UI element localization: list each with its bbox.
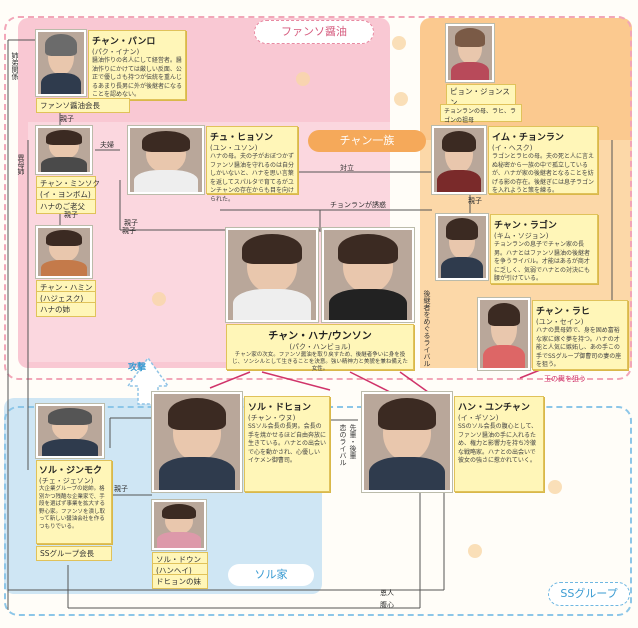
card-hyeson: チュ・ヒョソン (ユン・ユソン) ハナの母。夫の子がおぼつかずファンソ醤油を守れ… bbox=[206, 126, 298, 203]
role-minsok: (イ・ヨンボム) bbox=[36, 187, 96, 202]
card-cheongran: イム・チョンラン (イ・ヘスク) ラゴンとラヒの母。夫の死と人に言えぬ秘密から一… bbox=[488, 126, 598, 194]
card-hana: チャン・ハナ/ウンソン (パク・ハンビョル) チャン家の次女。ファンソ醤油を取り… bbox=[226, 324, 414, 372]
rel-ketsu-to: 姉弟関係 bbox=[11, 52, 19, 80]
title-panro: ファンソ醤油会長 bbox=[36, 98, 130, 113]
card-panro: チャン・パンロ (パク・イナン) 醤油作りの名人にして経営者。醤油作りにかけては… bbox=[88, 30, 186, 100]
role-panro: (パク・イナン) bbox=[92, 48, 140, 56]
card-rahi: チャン・ラヒ (ユン・セイン) ハナの異母姉で、身を固め富裕な家に嫁ぐ夢を持つ。… bbox=[532, 300, 628, 370]
name-jinmok: ソル・ジンモク bbox=[39, 466, 103, 476]
photo-hana-2 bbox=[322, 228, 414, 322]
desc-cheongran: ラゴンとラヒの母。夫の死と人に言えぬ秘密から一族の中で孤立しているが、ハナが家の… bbox=[492, 153, 595, 194]
group-label-chang: チャン一族 bbox=[308, 130, 426, 152]
name-hana: チャン・ハナ/ウンソン bbox=[268, 331, 372, 342]
rel-onjin: 恩人 bbox=[380, 589, 394, 597]
name-cheongran: イム・チョンラン bbox=[492, 133, 564, 143]
rel-kogeki: 攻撃 bbox=[128, 363, 147, 373]
photo-hamin bbox=[36, 226, 92, 278]
title-hamin: ハナの姉 bbox=[36, 302, 96, 317]
desc-yunchan: SSのソル会長の腹心として、ファンソ醤油の手に入れるため、権力と影響力を持ち冷徹… bbox=[458, 423, 538, 464]
role-hyeson: (ユン・ユソン) bbox=[210, 144, 258, 152]
rel-oyako-panro: 親子 bbox=[60, 115, 74, 123]
name-jeongsun: ピョン・ジョンスン bbox=[450, 87, 510, 107]
role-ragon: (キム・ソジョン) bbox=[494, 232, 549, 240]
role-hana: (パク・ハンビョル) bbox=[289, 343, 351, 351]
desc-hana: チャン家の次女。ファンソ醤油を取り戻すため、後継者争いに身を投じ、ソンシルとして… bbox=[232, 352, 408, 372]
rel-taiketsu: 対立 bbox=[340, 164, 354, 172]
rel-yume: 玉の輿を狙う bbox=[544, 375, 586, 383]
photo-minsok bbox=[36, 126, 92, 174]
name-yunchan: ハン・ユンチャン bbox=[458, 403, 530, 413]
name-hyeson: チュ・ヒョソン bbox=[210, 133, 274, 143]
title-jinmok: SSグループ会長 bbox=[36, 546, 112, 561]
rel-koigataki: 恋のライバル bbox=[339, 424, 347, 466]
title-minsok: ハナのご老父 bbox=[36, 199, 96, 214]
rel-oyako-mid: 親子 bbox=[124, 219, 138, 227]
group-label-ss: SSグループ bbox=[548, 582, 630, 606]
card-doheon: ソル・ドヒョン (チャン・ウヌ) SSソル会長の長男。会長の手を焼かせるほど自由… bbox=[244, 396, 330, 492]
photo-jeongsun bbox=[446, 24, 494, 82]
flower-decoration bbox=[296, 72, 310, 86]
role-doheon: (チャン・ウヌ) bbox=[248, 414, 296, 422]
photo-dowoon bbox=[152, 500, 206, 550]
role-yunchan: (イ・ギソン) bbox=[458, 414, 499, 422]
role-cheongran: (イ・ヘスク) bbox=[492, 144, 533, 152]
group-label-sol: ソル家 bbox=[228, 564, 314, 586]
role-rahi: (ユン・セイン) bbox=[536, 318, 584, 326]
photo-doheon bbox=[152, 392, 242, 492]
desc-hyeson: ハナの母。夫の子がおぼつかずファンソ醤油を守れるのは自分しかいないと、ハナを思い… bbox=[210, 153, 295, 203]
flower-decoration bbox=[394, 92, 408, 106]
card-yunchan: ハン・ユンチャン (イ・ギソン) SSのソル会長の腹心として、ファンソ醤油の手に… bbox=[454, 396, 544, 492]
name-panro: チャン・パンロ bbox=[92, 37, 156, 47]
rel-couple: 夫婦 bbox=[100, 141, 114, 149]
rel-oyako-sibling: 親子 bbox=[122, 227, 136, 235]
rel-fukushin: 腹心 bbox=[380, 601, 394, 609]
rel-oyako-right: 親子 bbox=[468, 197, 482, 205]
desc-ragon: チョンランの息子でチャン家の長男。ハナとはファンソ醤油の後継者を争うライバル。才… bbox=[494, 241, 591, 282]
name-minsok: チャン・ミンソク bbox=[40, 179, 100, 188]
photo-ragon bbox=[436, 214, 488, 280]
name-rahi: チャン・ラヒ bbox=[536, 307, 590, 317]
photo-rahi bbox=[478, 298, 530, 370]
card-ragon: チャン・ラゴン (キム・ソジョン) チョンランの息子でチャン家の長男。ハナとはフ… bbox=[490, 214, 598, 284]
flower-decoration bbox=[548, 480, 562, 494]
desc-panro: 醤油作りの名人にして経営者。醤油作りにかけては厳しい反面、公正で優しさも持つが伝… bbox=[92, 57, 183, 98]
name-doheon: ソル・ドヒョン bbox=[248, 403, 312, 413]
photo-panro bbox=[36, 30, 86, 96]
photo-cheongran bbox=[432, 126, 486, 194]
fanso-group-border bbox=[4, 16, 632, 380]
rel-oyako-left: 親子 bbox=[64, 211, 78, 219]
title-dowoon: ドヒョンの妹 bbox=[152, 574, 208, 589]
photo-hana-1 bbox=[226, 228, 318, 322]
flower-decoration bbox=[152, 292, 166, 306]
photo-jinmok bbox=[36, 404, 104, 458]
rel-ketsu-left: 異母姉 bbox=[17, 154, 25, 175]
desc-doheon: SSソル会長の長男。会長の手を焼かせるほど自由奔放に生きている。ハナとの出会いで… bbox=[248, 423, 327, 464]
desc-jinmok: 大企業グループの総帥。格別かつ残酷な企業家で、手段を選ばず事業を拡大する野心家。… bbox=[39, 486, 106, 530]
title-jeongsun: チョンランの母、ラヒ、ラゴンの祖母 bbox=[440, 104, 522, 124]
rel-koushou: 後継者をめぐるライバル bbox=[423, 290, 431, 367]
flower-decoration bbox=[468, 544, 482, 558]
rel-oyako-sol: 親子 bbox=[114, 485, 128, 493]
flower-decoration bbox=[392, 36, 406, 50]
rel-yuwaku: チョンランが誘惑 bbox=[330, 201, 386, 209]
desc-rahi: ハナの異母姉で、身を固め富裕な家に嫁ぐ夢を持つ。ハナの才能と人気に嫉妬し、あの手… bbox=[536, 327, 622, 368]
photo-yunchan bbox=[362, 392, 452, 492]
name-ragon: チャン・ラゴン bbox=[494, 221, 557, 231]
group-label-fanso: ファンソ醤油 bbox=[254, 20, 374, 44]
role-jinmok: (チェ・ジェソン) bbox=[39, 477, 94, 485]
rel-senpai: 先輩・後輩 bbox=[349, 424, 357, 459]
photo-hyeson bbox=[128, 126, 204, 194]
card-jinmok: ソル・ジンモク (チェ・ジェソン) 大企業グループの総帥。格別かつ残酷な企業家で… bbox=[36, 460, 112, 544]
